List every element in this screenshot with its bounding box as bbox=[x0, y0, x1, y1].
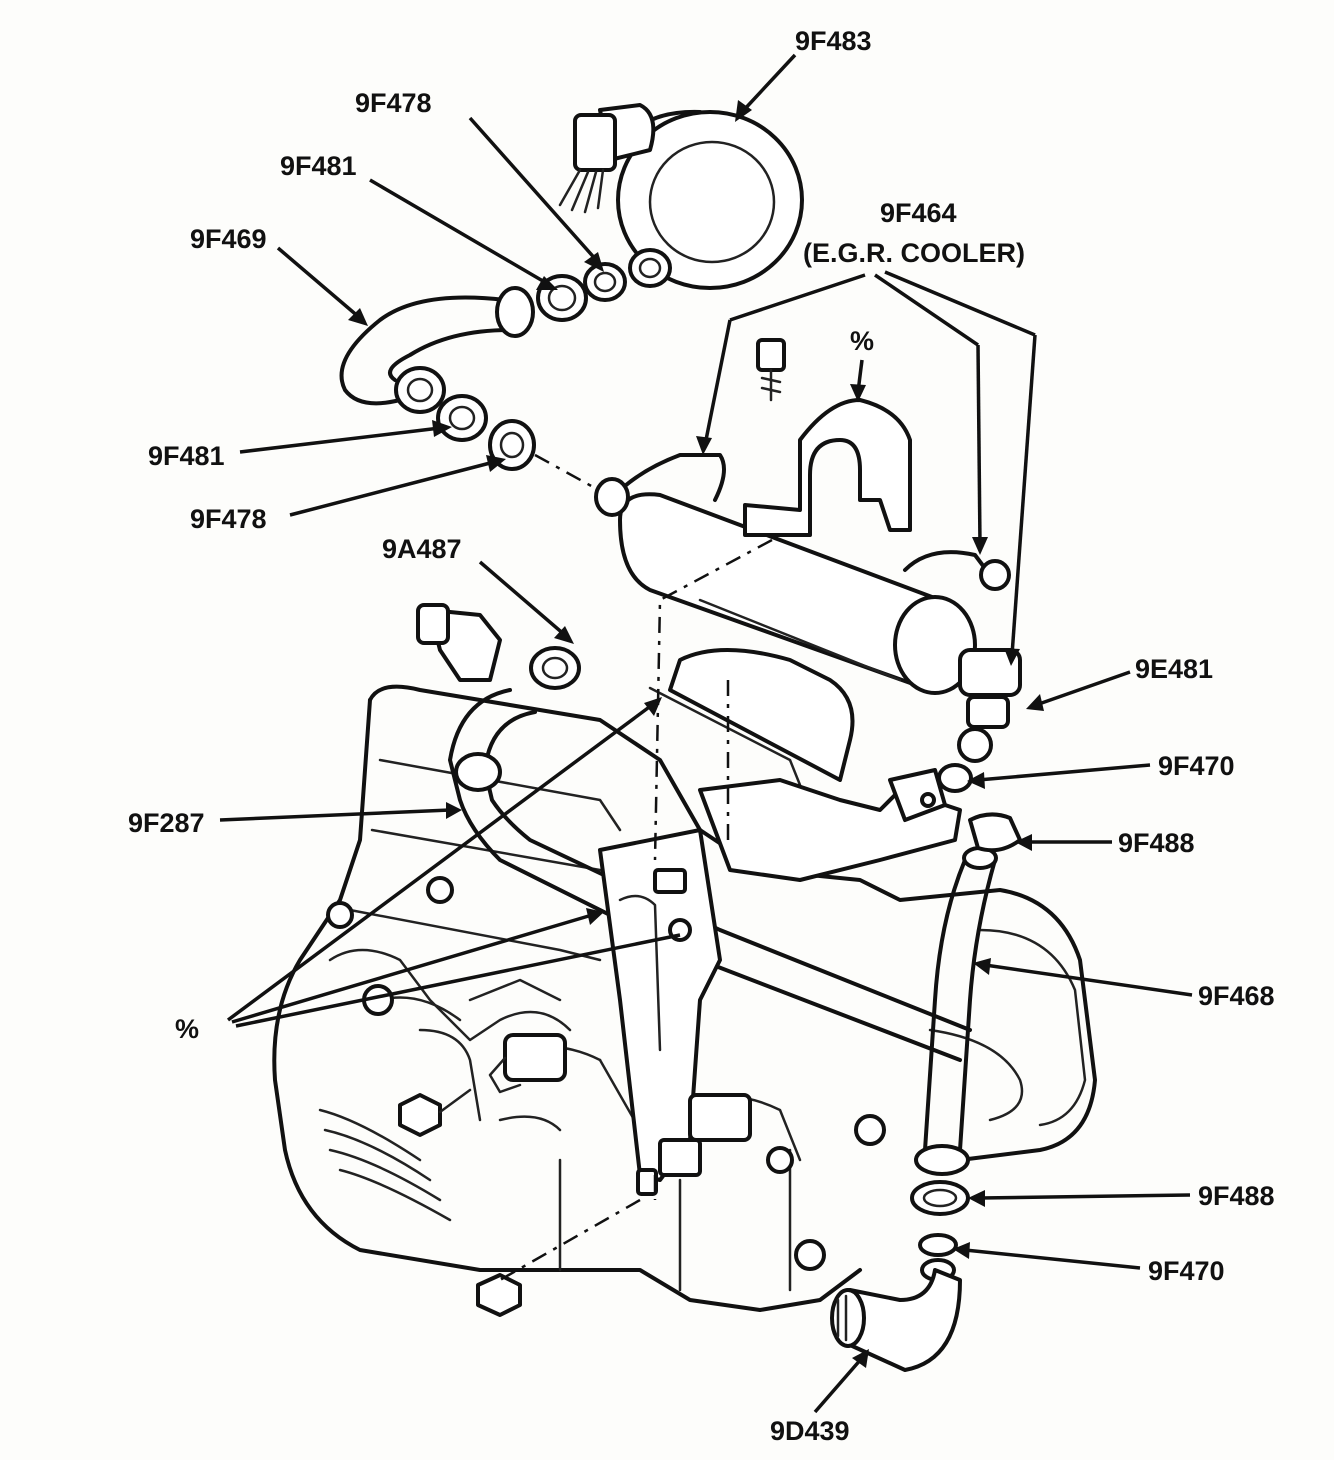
label-valve: 9F483 bbox=[795, 26, 872, 56]
mounting-bracket bbox=[398, 828, 752, 1317]
elbow-9d439 bbox=[830, 1268, 962, 1372]
label-cooler-part: 9F464 bbox=[880, 198, 957, 228]
label-hose-a-bottom: 9F478 bbox=[190, 504, 267, 534]
label-clamp-lower: 9F488 bbox=[1198, 1181, 1275, 1211]
label-cooler-name: (E.G.R. COOLER) bbox=[803, 238, 1025, 268]
label-pipe-upper: 9A487 bbox=[382, 534, 462, 564]
label-note-bracket: % bbox=[850, 326, 874, 356]
egr-valve bbox=[558, 103, 804, 290]
label-clamp-a-top: 9F481 bbox=[280, 151, 357, 181]
part-labels: 9F483 9F478 9F481 9F469 9F464 (E.G.R. CO… bbox=[128, 26, 1275, 1446]
egr-cooler bbox=[594, 338, 1022, 793]
label-elbow: 9D439 bbox=[770, 1416, 850, 1446]
label-seal-upper: 9F470 bbox=[1158, 751, 1235, 781]
label-outlet: 9E481 bbox=[1135, 654, 1213, 684]
tube-9f287 bbox=[416, 603, 972, 1062]
hose-assembly bbox=[339, 262, 627, 490]
label-note-support: % bbox=[175, 1014, 199, 1044]
label-clamp-upper: 9F488 bbox=[1118, 828, 1195, 858]
assembly-lines bbox=[499, 538, 773, 1282]
label-hose-curved: 9F469 bbox=[190, 224, 267, 254]
leader-lines bbox=[219, 53, 1193, 1414]
label-hose-a-top: 9F478 bbox=[355, 88, 432, 118]
label-tube-right: 9F468 bbox=[1198, 981, 1275, 1011]
label-clamp-a-bottom: 9F481 bbox=[148, 441, 225, 471]
tube-9f468 bbox=[910, 812, 1022, 1282]
heat-shield bbox=[648, 648, 962, 882]
label-seal-lower: 9F470 bbox=[1148, 1256, 1225, 1286]
label-tube-left: 9F287 bbox=[128, 808, 205, 838]
